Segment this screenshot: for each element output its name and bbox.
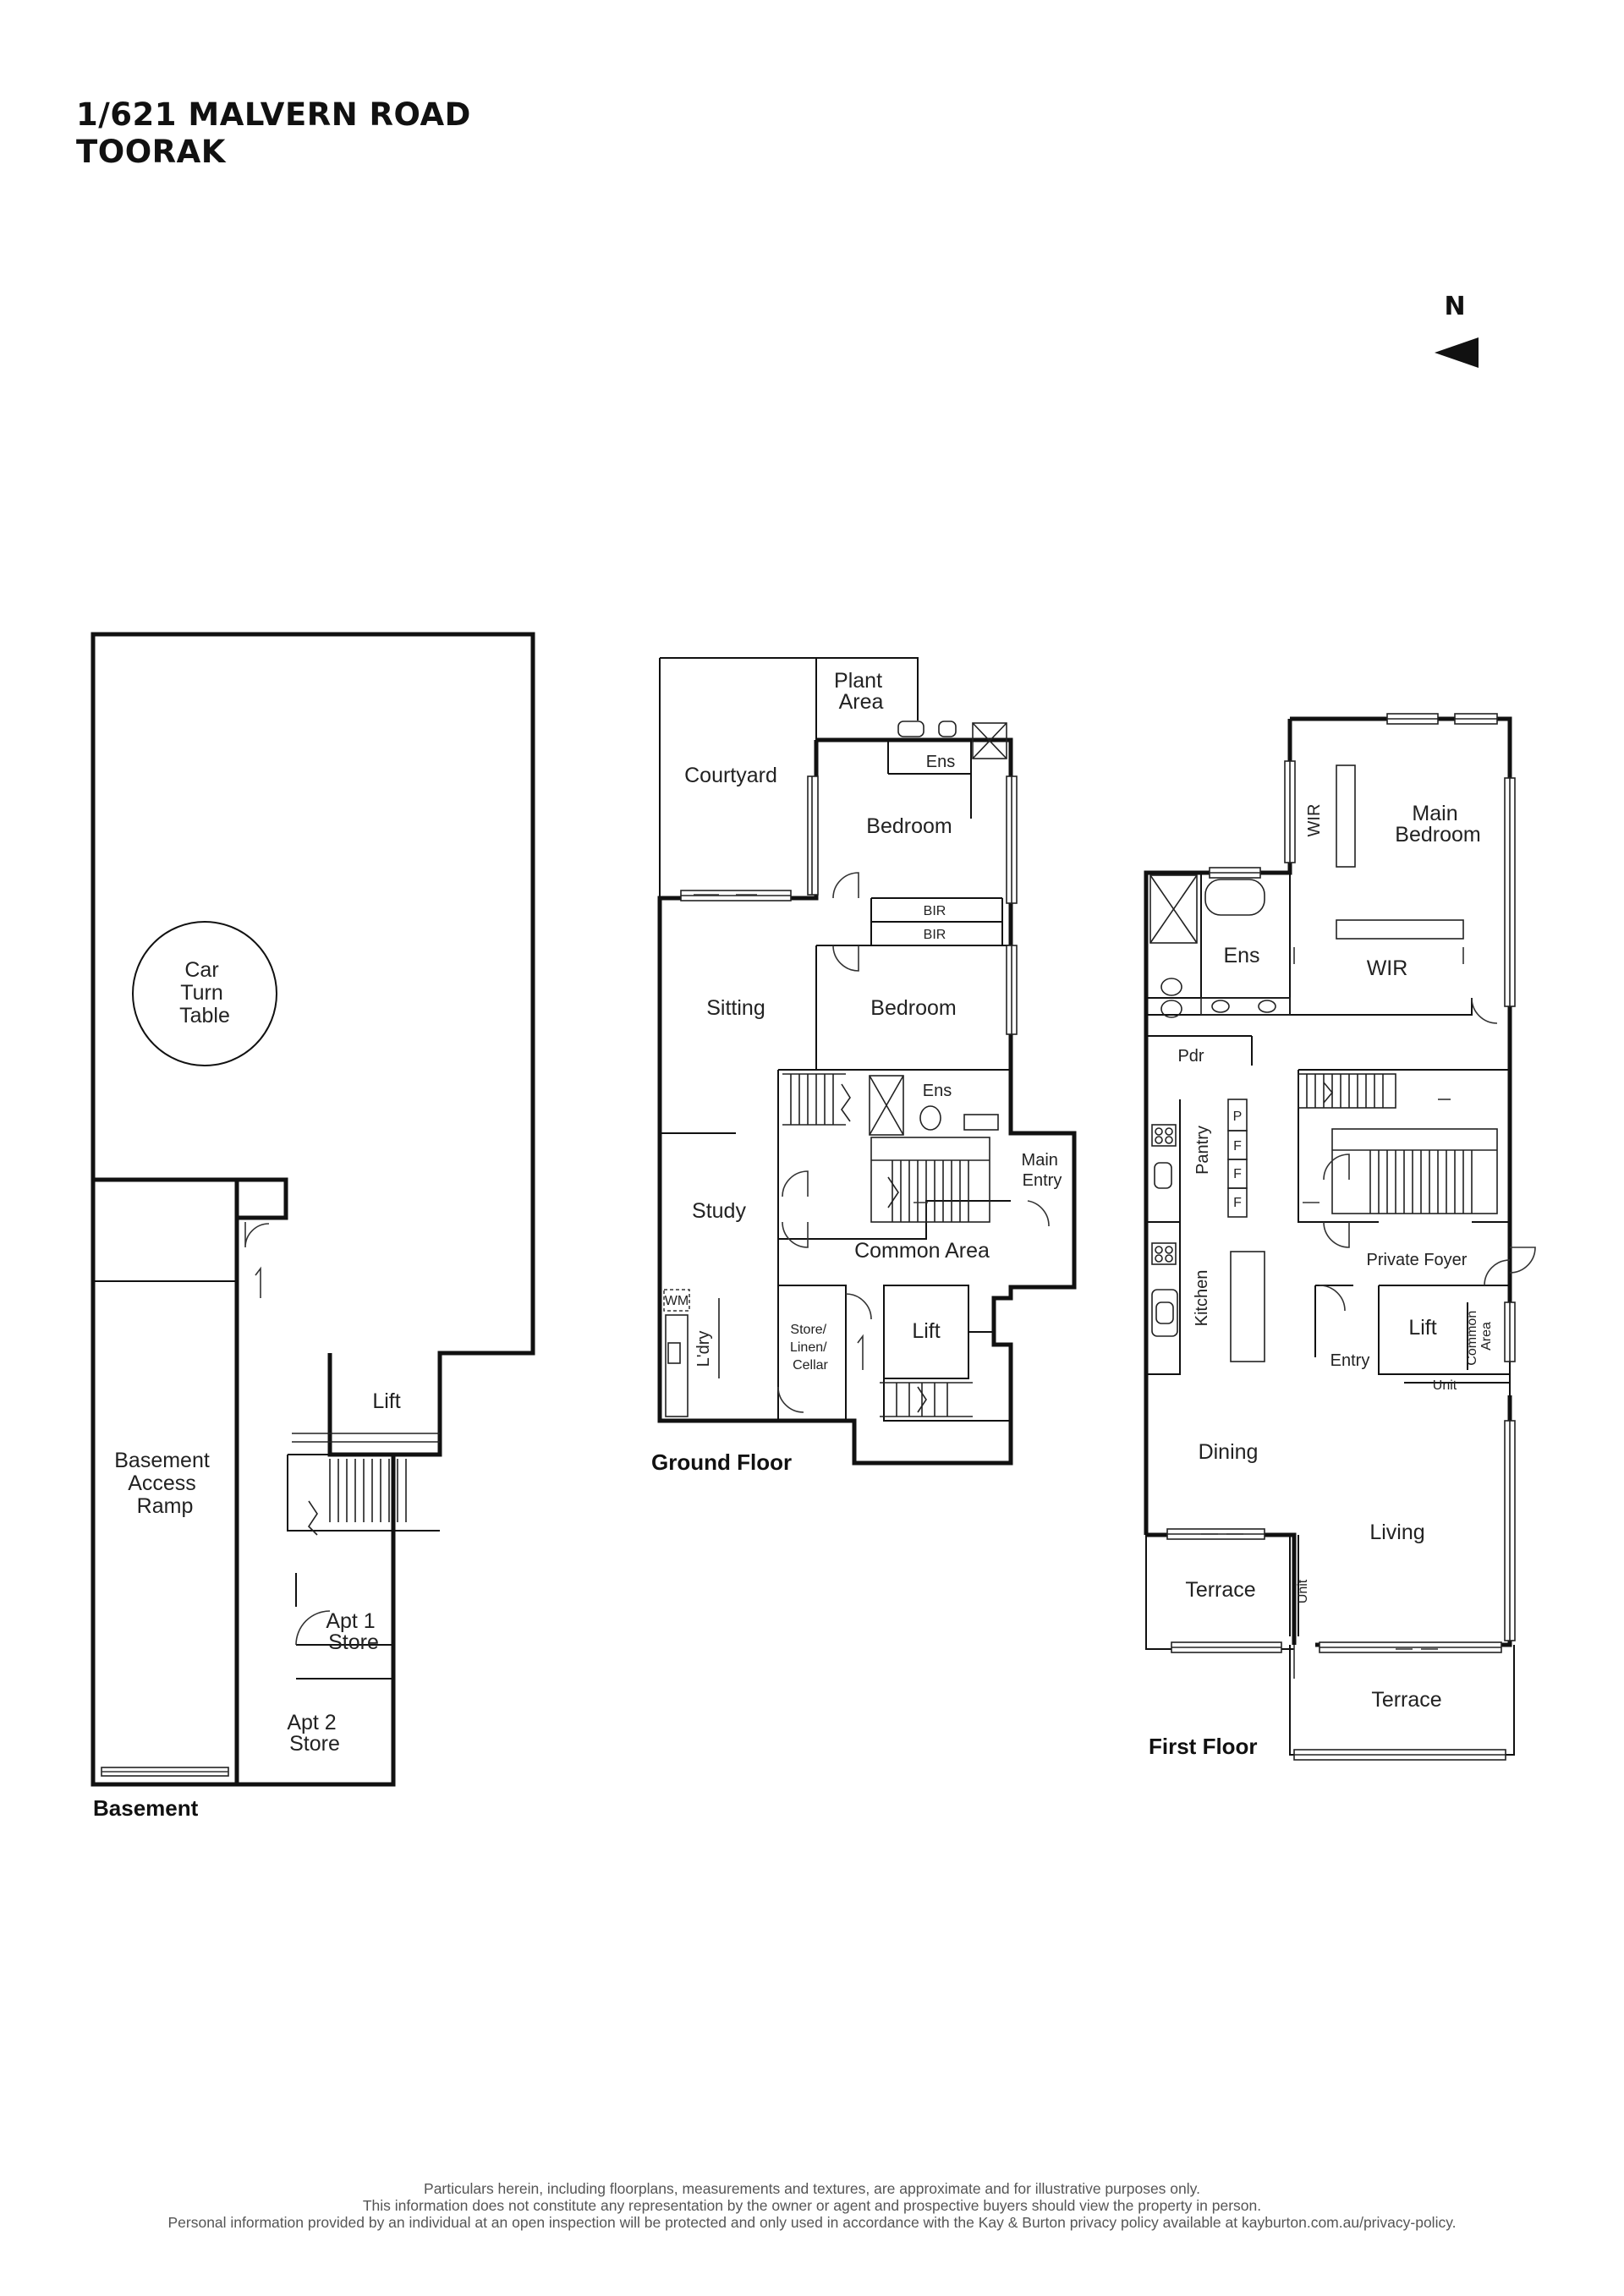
main-bedroom-label: Main Bedroom bbox=[1395, 802, 1480, 847]
north-arrow-icon bbox=[1435, 337, 1479, 368]
apt2-store-label: Apt 2 Store bbox=[287, 1711, 342, 1756]
ground-common-area-label: Common Area bbox=[854, 1239, 990, 1263]
first-common-area-label: Common Area bbox=[1465, 1307, 1494, 1365]
disclaimer: Particulars herein, including floorplans… bbox=[51, 2180, 1573, 2231]
ground-floor-plan: Plant Area Courtyard Ens Bedroom BIR BIR… bbox=[651, 657, 1077, 1475]
washing-machine-label: WM bbox=[665, 1294, 689, 1308]
kitchen-label: Kitchen bbox=[1193, 1270, 1211, 1327]
disclaimer-line-1: Particulars herein, including floorplans… bbox=[424, 2180, 1200, 2197]
bir-2-label: BIR bbox=[924, 928, 946, 942]
address-line-2: TOORAK bbox=[76, 134, 226, 170]
powder-room-label: Pdr bbox=[1177, 1047, 1204, 1066]
car-turn-table-label: Car Turn Table bbox=[179, 958, 230, 1027]
ground-bedroom-mid-label: Bedroom bbox=[870, 996, 956, 1020]
ground-bedroom-rear-label: Bedroom bbox=[866, 814, 952, 838]
bir-1-label: BIR bbox=[924, 904, 946, 918]
dining-label: Dining bbox=[1199, 1440, 1259, 1464]
compass-label: N bbox=[1444, 292, 1466, 321]
pantry-label: Pantry bbox=[1193, 1126, 1212, 1175]
courtyard-label: Courtyard bbox=[684, 764, 777, 787]
first-ens-label: Ens bbox=[1223, 944, 1259, 967]
main-entry-label: Main Entry bbox=[1022, 1151, 1063, 1190]
wir-main-label: WIR bbox=[1367, 956, 1408, 980]
basement-plan: Car Turn Table Lift Basement Access Ramp… bbox=[91, 632, 535, 1821]
sitting-label: Sitting bbox=[706, 996, 765, 1020]
unit-top-label: Unit bbox=[1433, 1378, 1457, 1393]
private-foyer-label: Private Foyer bbox=[1367, 1251, 1468, 1269]
address-line-1: 1/621 MALVERN ROAD bbox=[76, 96, 471, 133]
disclaimer-line-2: This information does not constitute any… bbox=[362, 2197, 1262, 2214]
store-linen-cellar-label: Store/ Linen/ Cellar bbox=[790, 1323, 831, 1373]
terrace-left-label: Terrace bbox=[1185, 1578, 1255, 1602]
wir-top-label: WIR bbox=[1305, 804, 1324, 837]
basement-floor-label: Basement bbox=[93, 1795, 199, 1821]
ground-ens-mid-label: Ens bbox=[923, 1082, 952, 1100]
unit-side-label: Unit bbox=[1296, 1579, 1310, 1603]
disclaimer-line-3: Personal information provided by an indi… bbox=[167, 2214, 1457, 2231]
laundry-label: L'dry bbox=[694, 1331, 713, 1367]
basement-lift-label: Lift bbox=[372, 1389, 400, 1413]
apt1-store-label: Apt 1 Store bbox=[326, 1609, 381, 1654]
north-compass: N bbox=[1429, 292, 1480, 376]
ground-lift-label: Lift bbox=[912, 1319, 940, 1343]
ground-ens-rear-label: Ens bbox=[926, 753, 955, 771]
pantry-f3-label: F bbox=[1233, 1196, 1242, 1210]
pantry-f2-label: F bbox=[1233, 1167, 1242, 1181]
ground-floor-label: Ground Floor bbox=[651, 1449, 792, 1475]
first-floor-plan: WIR Main Bedroom Ens WIR Pdr Pantry P F … bbox=[1144, 713, 1536, 1761]
first-entry-label: Entry bbox=[1330, 1351, 1370, 1370]
plant-area-label: Plant Area bbox=[834, 669, 888, 714]
first-floor-label: First Floor bbox=[1149, 1734, 1258, 1759]
basement-access-ramp-label: Basement Access Ramp bbox=[114, 1449, 216, 1518]
pantry-f1-label: F bbox=[1233, 1139, 1242, 1153]
living-label: Living bbox=[1369, 1521, 1424, 1544]
first-lift-label: Lift bbox=[1408, 1316, 1436, 1340]
study-label: Study bbox=[692, 1199, 746, 1223]
pantry-p-label: P bbox=[1233, 1110, 1243, 1124]
terrace-bottom-label: Terrace bbox=[1371, 1688, 1441, 1712]
